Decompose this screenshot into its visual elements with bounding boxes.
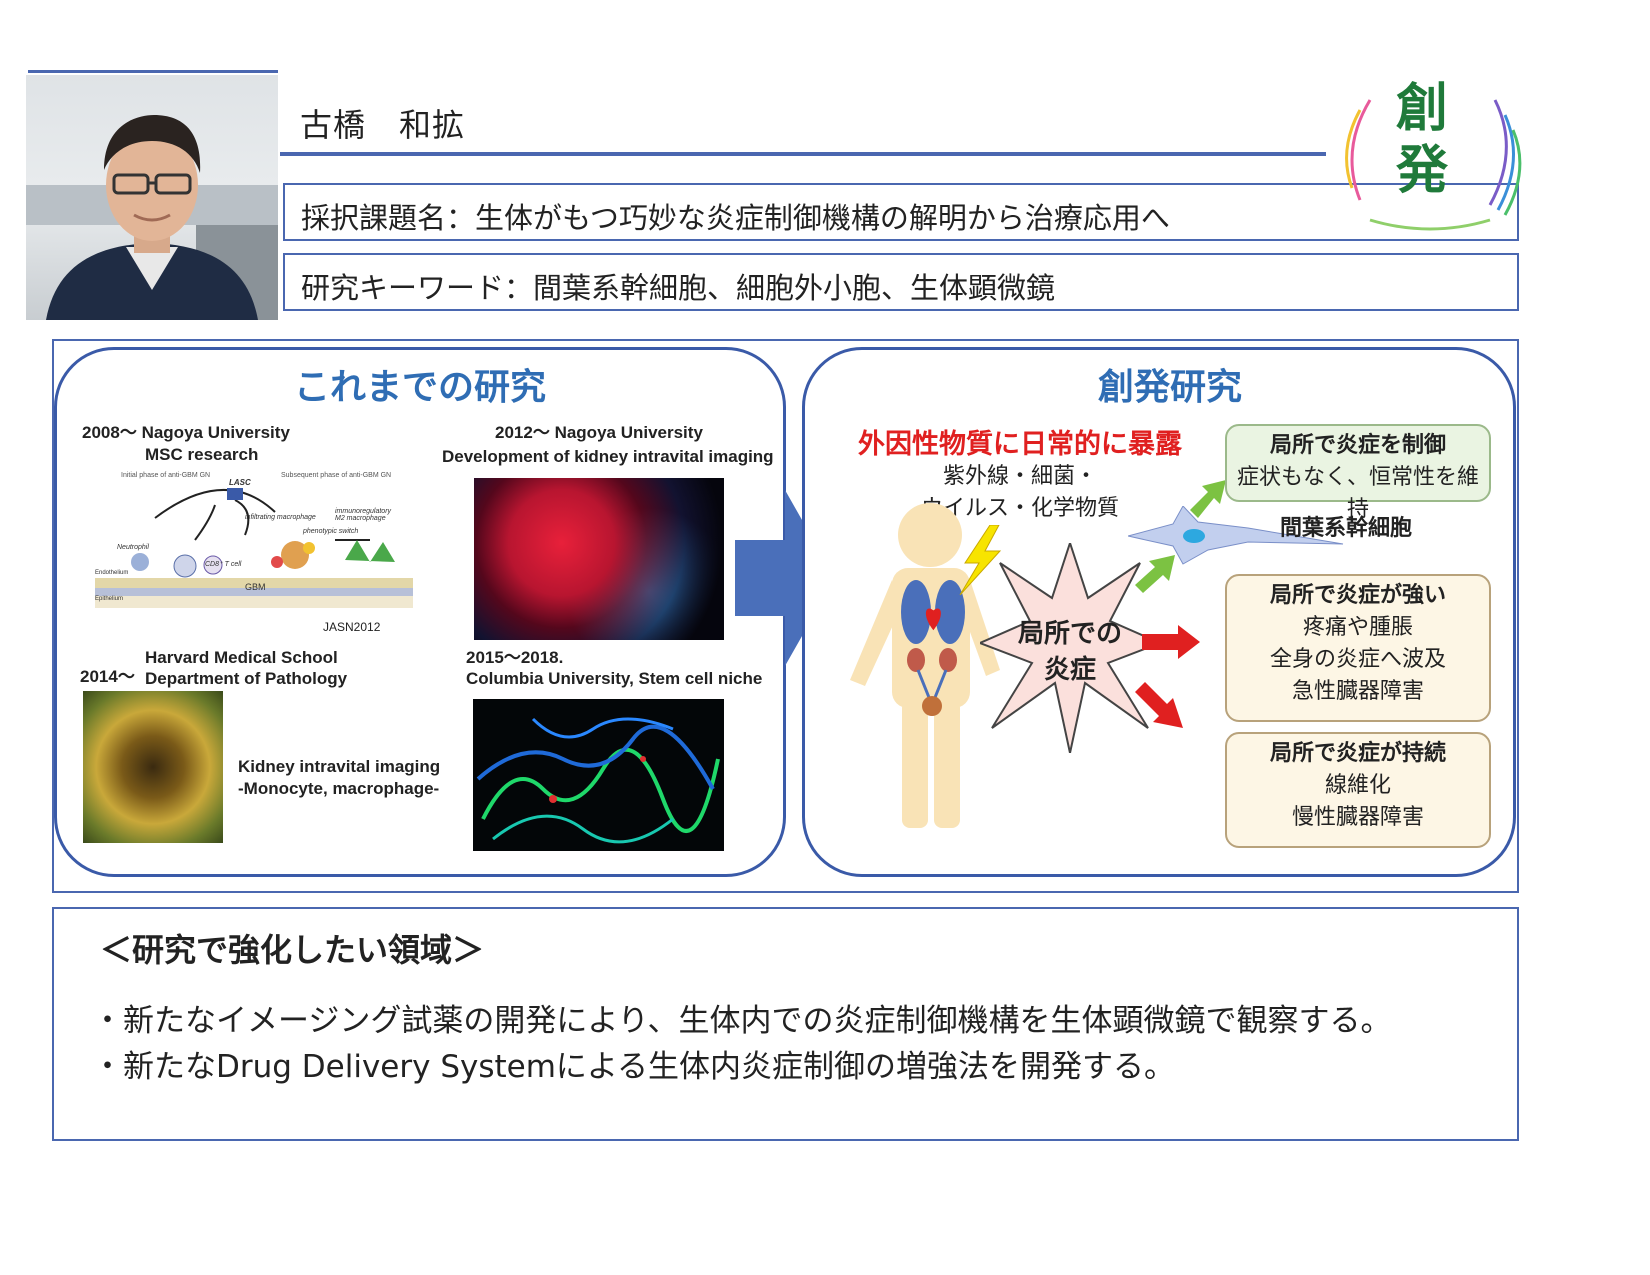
figure-label-neutrophil: Neutrophil <box>117 544 149 551</box>
exposure-title: 外因性物質に日常的に暴露 <box>858 429 1182 460</box>
project-title: 採択課題名：生体がもつ巧妙な炎症制御機構の解明から治療応用へ <box>301 201 1170 235</box>
sohatsu-logo: 創発 <box>1330 70 1525 235</box>
outcome-strong: 局所で炎症が強い 疼痛や腫脹 全身の炎症へ波及 急性臓器障害 <box>1225 574 1491 722</box>
burst-line2: 炎症 <box>1043 655 1096 685</box>
figure-source: JASN2012 <box>323 620 381 634</box>
item3-institution: Harvard Medical School <box>145 648 338 667</box>
item1-heading: 2008～ Nagoya University <box>82 422 290 444</box>
stem-cell-niche-micrograph <box>473 699 724 851</box>
outcome-strong-head: 局所で炎症が強い <box>1269 583 1446 608</box>
lightning-icon <box>955 524 1005 596</box>
burst-line1: 局所での <box>1017 619 1122 649</box>
name-underline <box>280 152 1326 156</box>
green-arrow-up-icon <box>1190 480 1226 520</box>
outcome-persistent: 局所で炎症が持続 線維化 慢性臓器障害 <box>1225 732 1491 848</box>
stem-cell-illustration <box>1127 505 1348 566</box>
item2-institution: Nagoya University <box>554 423 703 442</box>
msc-mechanism-figure: Initial phase of anti-GBM GN Subsequent … <box>95 470 413 620</box>
figure-label-subsequent: Subsequent phase of anti-GBM GN <box>281 472 392 479</box>
outcome-strong-line2: 全身の炎症へ波及 <box>1269 647 1446 672</box>
figure-label-switch: phenotypic switch <box>303 528 359 535</box>
figure-label-gbm: GBM <box>245 582 266 592</box>
outcome-persistent-head: 局所で炎症が持続 <box>1269 741 1446 766</box>
outcome-controlled-line1: 症状もなく、恒常性を維持 <box>1236 465 1479 522</box>
figure-label-initial: Initial phase of anti-GBM GN <box>121 472 211 479</box>
figure-label-macrophage: infiltrating macrophage <box>245 514 316 521</box>
figure-label-cd8: CD8⁺ T cell <box>205 561 242 568</box>
item3-caption-line2: -Monocyte, macrophage- <box>238 779 440 798</box>
outcome-strong-line1: 疼痛や腫脹 <box>1302 615 1413 640</box>
outcome-controlled: 局所で炎症を制御 症状もなく、恒常性を維持 <box>1225 424 1491 522</box>
exposure-line1: 紫外線・細菌・ <box>942 464 1097 489</box>
future-bullet2: ・新たなDrug Delivery Systemによる生体内炎症制御の増強法を開… <box>92 1049 1175 1085</box>
item1-institution: Nagoya University <box>141 423 290 442</box>
red-arrow-right-icon <box>1142 625 1200 659</box>
item4-topic: Columbia University, Stem cell niche <box>466 669 763 688</box>
red-arrow-down-icon <box>1135 682 1185 730</box>
future-title: ＜研究で強化したい領域＞ <box>100 931 485 969</box>
outcome-persistent-line1: 線維化 <box>1324 773 1391 798</box>
item3-caption-line1: Kidney intravital imaging <box>238 757 441 776</box>
outcome-controlled-head: 局所で炎症を制御 <box>1269 433 1446 458</box>
item2-heading: 2012～ Nagoya University <box>495 422 703 444</box>
project-title-box: 採択課題名：生体がもつ巧妙な炎症制御機構の解明から治療応用へ <box>283 183 1519 241</box>
msc-label: 間葉系幹細胞 <box>1280 516 1413 541</box>
item2-topic: Development of kidney intravital imaging <box>442 447 774 466</box>
portrait-photo <box>26 75 278 320</box>
figure-label-epithelium: Epithelium <box>95 596 124 602</box>
inflammation-burst: 局所での 炎症 <box>977 539 1163 754</box>
future-panel <box>52 907 1519 1141</box>
emergent-research-title: 創発研究 <box>1097 367 1242 408</box>
human-body-figure <box>830 500 1010 830</box>
figure-label-endothelium: Endothelium <box>95 570 129 576</box>
kidney-imaging-micrograph <box>474 478 724 640</box>
monocyte-micrograph <box>83 691 223 843</box>
item3-topic: Department of Pathology <box>145 669 348 688</box>
item2-year: 2012～ <box>495 423 550 442</box>
figure-label-m2: immunoregulatory M2 macrophage <box>335 508 392 522</box>
top-left-rule <box>28 70 278 73</box>
item4-year: 2015～2018. <box>466 648 564 667</box>
researcher-name: 古橋 和拡 <box>300 106 466 144</box>
past-research-title: これまでの研究 <box>293 367 546 408</box>
logo-text: 創発 <box>1395 78 1448 201</box>
future-bullet1: ・新たなイメージング試薬の開発により、生体内での炎症制御機構を生体顕微鏡で観察す… <box>92 1003 1392 1039</box>
figure-label-lasc: LASC <box>229 478 251 487</box>
outcome-persistent-line2: 慢性臓器障害 <box>1291 805 1424 830</box>
item3-year: 2014～ <box>80 667 135 686</box>
research-keywords: 研究キーワード：間葉系幹細胞、細胞外小胞、生体顕微鏡 <box>301 271 1056 305</box>
green-arrow-icon <box>1135 555 1175 597</box>
outcome-strong-line3: 急性臓器障害 <box>1291 679 1424 704</box>
item1-topic: MSC research <box>145 445 259 464</box>
keywords-box: 研究キーワード：間葉系幹細胞、細胞外小胞、生体顕微鏡 <box>283 253 1519 311</box>
item1-year: 2008～ <box>82 423 137 442</box>
